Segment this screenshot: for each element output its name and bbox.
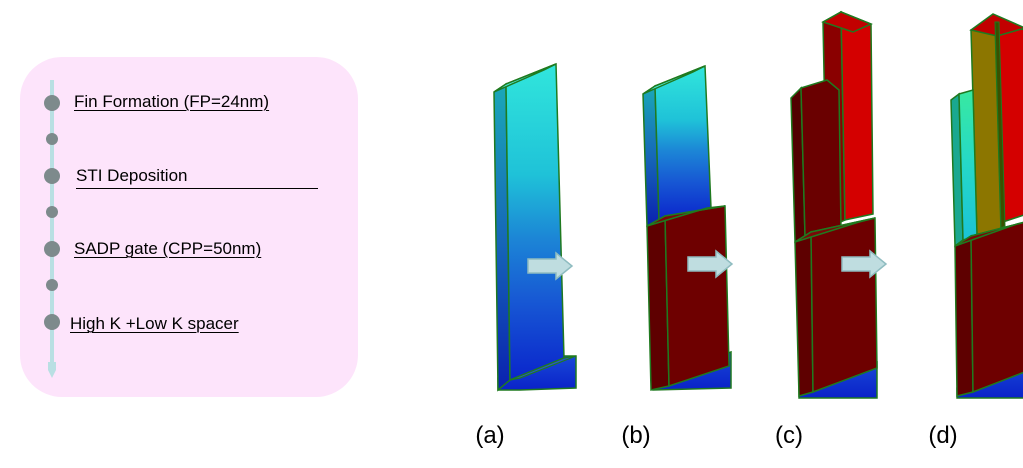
arrow-c-to-d [841,249,888,279]
high-k-liner [994,21,1006,229]
stage-c-gate-structure [790,10,878,399]
stage-b-sti-structure [642,64,732,391]
timeline-dot-minor [46,279,58,291]
fin-front-face [505,62,565,382]
timeline-dot-minor [46,206,58,218]
caption-stage-d: (d) [928,422,958,449]
timeline-dot-major [44,314,60,330]
lower-block-top [954,221,1023,247]
lower-block-side [954,234,974,397]
fin-top-face [642,65,706,95]
fin-top-face [493,63,557,93]
step-sti-deposition: STI Deposition [76,166,318,189]
timeline-dot-minor [46,133,58,145]
sti-floor [509,355,577,381]
sti-block-front [664,205,730,388]
timeline-dot-major [44,241,60,257]
step-sadp-gate: SADP gate (CPP=50nm) [74,239,262,258]
arrow-b-to-c [687,249,734,279]
fin-front-face [654,64,712,221]
lower-block-side [794,230,814,397]
lower-block-top [794,217,876,243]
gate-top-face [821,11,873,33]
stage-a-fin-structure [493,62,577,392]
gate-left-slab-front [800,79,842,237]
timeline-dot-major [44,168,60,184]
step-fin-formation: Fin Formation (FP=24nm) [74,92,270,111]
timeline-dot-major [44,95,60,111]
process-steps-panel [20,57,358,397]
sti-block-top [646,205,726,227]
fin-front-face [958,89,978,241]
caption-stage-a: (a) [475,422,505,449]
process-timeline [48,80,56,378]
arrow-a-to-b [527,251,574,281]
step-high-k-low-k-spacer: High K +Low K spacer [70,314,239,333]
lower-block-front [810,217,878,394]
lower-block-front [970,221,1023,394]
caption-stage-c: (c) [775,422,803,449]
gate-front-face [840,10,874,221]
timeline-dots [44,95,60,330]
stage-d-spacer-structure [950,13,1023,399]
caption-stage-b: (b) [621,422,651,449]
